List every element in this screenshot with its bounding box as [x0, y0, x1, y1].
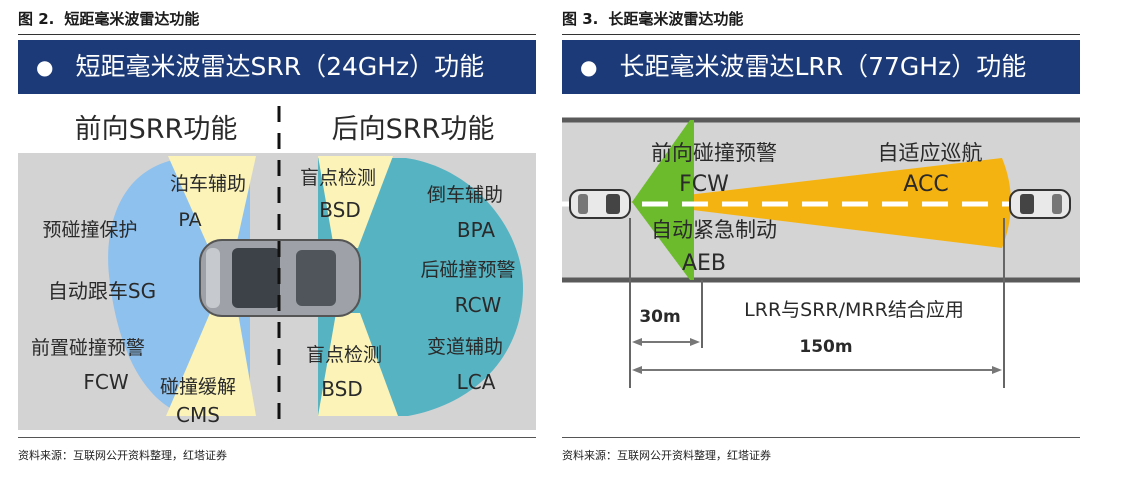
- rear-srr-heading: 后向SRR功能: [332, 114, 495, 145]
- lrr-banner-text: 长距毫米波雷达LRR（77GHz）功能: [619, 52, 1027, 81]
- ego-car-icon: [569, 189, 631, 219]
- cms-abbr: CMS: [176, 403, 220, 427]
- aeb-beam: [632, 120, 694, 280]
- lrr-diagram: 前向碰撞预警 FCW 自适应巡航 ACC 自动紧急制动 AEB 30m LRR与…: [562, 98, 1080, 430]
- lca-label: 变道辅助: [427, 336, 503, 358]
- figure-2-number: 图 2.: [18, 10, 55, 28]
- fcw-label: 前置碰撞预警: [31, 337, 145, 359]
- figure-2-source: 资料来源：互联网公开资料整理，红塔证券: [18, 449, 227, 462]
- figure-3-source: 资料来源：互联网公开资料整理，红塔证券: [562, 449, 771, 462]
- acc-label: 自适应巡航: [878, 141, 983, 165]
- figure-2-caption: 短距毫米波雷达功能: [64, 10, 200, 28]
- bsd-top-label: 盲点检测: [300, 167, 376, 189]
- bullet-icon: ●: [36, 55, 54, 79]
- front-top-beam: [168, 156, 256, 246]
- figure-3-title: 图 3. 长距毫米波雷达功能: [562, 8, 1080, 35]
- lrr-diagram-svg: 前向碰撞预警 FCW 自适应巡航 ACC 自动紧急制动 AEB 30m LRR与…: [562, 117, 1080, 388]
- rcw-label: 后碰撞预警: [420, 259, 515, 281]
- cms-label: 碰撞缓解: [160, 376, 236, 398]
- rear-bottom-beam: [318, 313, 398, 416]
- arrowhead-icon: [632, 338, 642, 346]
- srr-banner-text: 短距毫米波雷达SRR（24GHz）功能: [75, 52, 485, 81]
- acc-abbr: ACC: [903, 172, 948, 197]
- bsd-bottom-label: 盲点检测: [306, 344, 382, 366]
- bsd-top-abbr: BSD: [319, 198, 360, 222]
- front-bottom-beam: [166, 313, 256, 416]
- figure-3-panel: 图 3. 长距毫米波雷达功能 ● 长距毫米波雷达LRR（77GHz）功能: [562, 0, 1080, 490]
- sg-label: 自动跟车SG: [48, 279, 156, 303]
- distance-150m-label: 150m: [799, 337, 852, 357]
- rear-top-beam: [318, 156, 393, 248]
- bsd-bottom-abbr: BSD: [321, 377, 362, 401]
- source-rule: [562, 437, 1080, 438]
- aeb-abbr: AEB: [682, 251, 726, 276]
- arrowhead-icon: [690, 338, 700, 346]
- arrowhead-icon: [632, 366, 642, 374]
- front-srr-heading: 前向SRR功能: [75, 114, 238, 145]
- figure-2-title: 图 2. 短距毫米波雷达功能: [18, 8, 536, 35]
- distance-30m-label: 30m: [639, 307, 680, 327]
- bullet-icon: ●: [580, 55, 598, 79]
- lca-abbr: LCA: [457, 370, 496, 394]
- lead-car-icon: [1009, 189, 1071, 219]
- pa-abbr: PA: [178, 209, 201, 231]
- fcw-abbr: FCW: [83, 370, 128, 394]
- bpa-label: 倒车辅助: [427, 184, 503, 206]
- aeb-label: 自动紧急制动: [651, 218, 777, 242]
- srr-banner: ● 短距毫米波雷达SRR（24GHz）功能: [18, 40, 536, 94]
- figure-3-caption: 长距毫米波雷达功能: [608, 10, 744, 28]
- figure-3-number: 图 3.: [562, 10, 599, 28]
- fcw-label: 前向碰撞预警: [651, 141, 777, 165]
- srr-diagram: 前向SRR功能 后向SRR功能 泊车辅助 PA 预碰撞保护 自动跟车SG 前置碰…: [18, 98, 536, 430]
- bpa-abbr: BPA: [457, 218, 496, 242]
- lrr-srr-combination-label: LRR与SRR/MRR结合应用: [744, 299, 964, 321]
- figure-2-panel: 图 2. 短距毫米波雷达功能 ● 短距毫米波雷达SRR（24GHz）功能: [18, 0, 536, 490]
- pa-label: 泊车辅助: [170, 173, 246, 195]
- source-rule: [18, 437, 536, 438]
- rcw-abbr: RCW: [455, 293, 502, 317]
- arrowhead-icon: [992, 366, 1002, 374]
- pre-collision-label: 预碰撞保护: [42, 219, 137, 241]
- srr-diagram-svg: 前向SRR功能 后向SRR功能 泊车辅助 PA 预碰撞保护 自动跟车SG 前置碰…: [18, 106, 536, 430]
- lrr-banner: ● 长距毫米波雷达LRR（77GHz）功能: [562, 40, 1080, 94]
- fcw-abbr: FCW: [679, 172, 729, 197]
